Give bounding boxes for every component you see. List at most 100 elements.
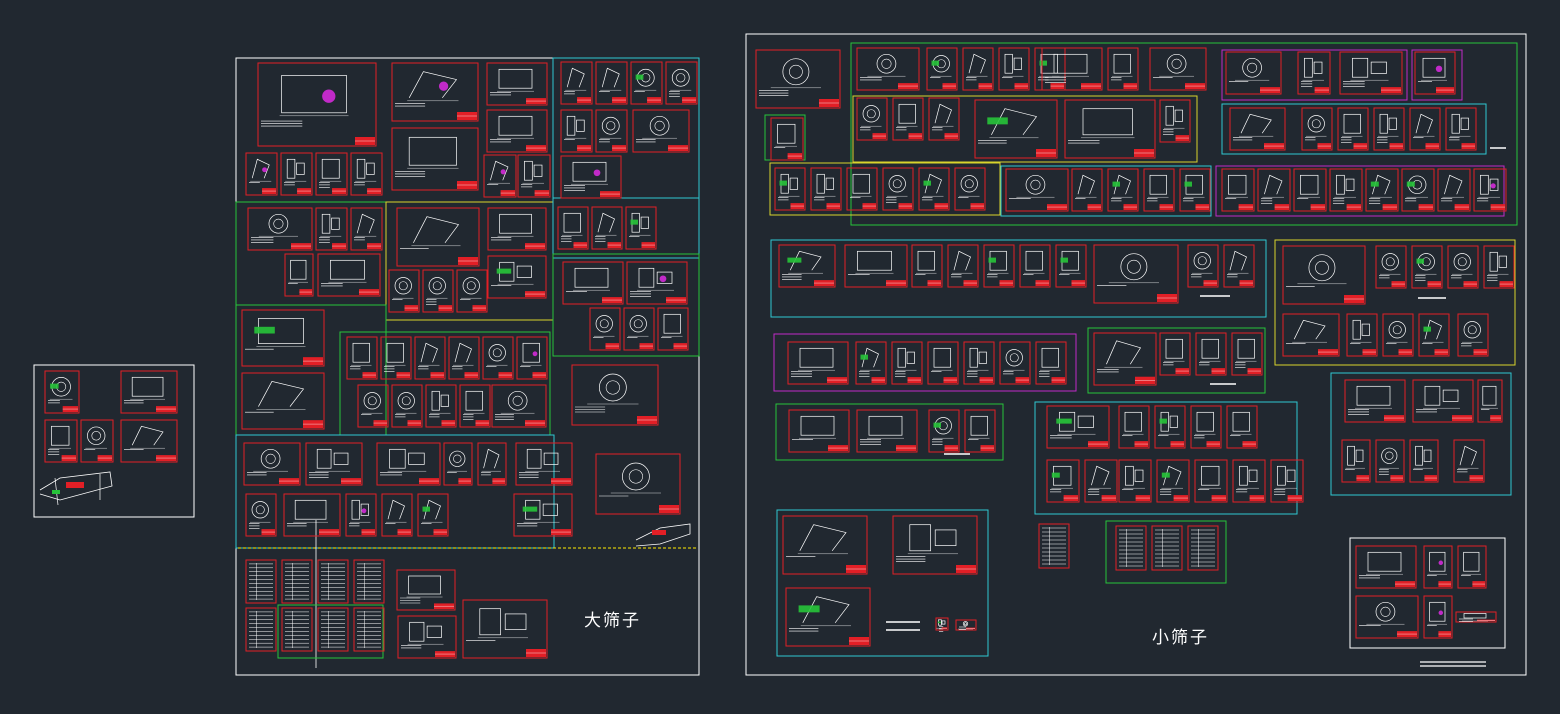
drawing-group [1330, 372, 1512, 496]
sheet-border [1373, 107, 1405, 151]
highlight [50, 383, 59, 389]
part-outline [499, 213, 532, 234]
sheet-border [892, 515, 978, 575]
part-circle [862, 105, 880, 123]
sheet-border [856, 409, 918, 453]
part-outline [1300, 174, 1319, 195]
drawing-sheet [964, 409, 996, 453]
part-view [1370, 61, 1387, 74]
sheet-border [1071, 168, 1103, 212]
sheet-border [1301, 107, 1333, 151]
part-circle [1025, 174, 1046, 195]
part-outline [498, 68, 533, 89]
part-circle [268, 213, 289, 234]
sheet-border [935, 617, 949, 631]
frame-small-screen [745, 33, 1527, 676]
sheet-border [1453, 439, 1485, 483]
drawing-sheet [1107, 47, 1139, 91]
part-circle [1166, 53, 1187, 74]
drawing-sheet [1375, 245, 1407, 289]
part-outline [933, 347, 951, 368]
part-view [356, 158, 366, 179]
part-outline [1165, 338, 1183, 359]
part-outline [1429, 601, 1446, 622]
drawing-sheet [391, 384, 423, 428]
drawing-sheet [44, 370, 80, 414]
iso-motor [652, 530, 666, 535]
drawing-sheet [1187, 244, 1219, 288]
part-profile [131, 425, 164, 446]
sheet-border [926, 47, 958, 91]
drawing-sheet [1159, 332, 1191, 376]
drawing-sheet [120, 419, 178, 463]
sheet-border [1355, 595, 1419, 639]
part-view [409, 621, 425, 642]
part-outline [1356, 385, 1391, 406]
sheet-border [1115, 525, 1147, 571]
sheet-border [1107, 47, 1139, 91]
sheet-border [1118, 405, 1150, 449]
part-view [1013, 57, 1022, 70]
sheet-border [1187, 525, 1219, 571]
drawing-sheet [283, 493, 341, 537]
sheet-border [1365, 168, 1399, 212]
drawing-sheet [562, 261, 624, 305]
part-view [1286, 469, 1296, 482]
drawing-group [770, 239, 1267, 318]
drawing-sheet [397, 615, 457, 659]
highlight [262, 167, 268, 173]
drawing-sheet [357, 384, 389, 428]
sheet-border [397, 615, 457, 659]
part-view [1460, 117, 1469, 130]
sheet-border [281, 607, 313, 652]
drawing-sheet [557, 206, 589, 250]
drawing-sheet [315, 207, 348, 251]
part-profile [1229, 250, 1247, 271]
part-outline [465, 390, 483, 411]
drawing-sheet [350, 152, 383, 196]
sheet-border [417, 493, 449, 537]
sheet-border [1355, 545, 1417, 589]
part-outline [1463, 613, 1487, 619]
drawing-sheet [417, 493, 449, 537]
drawing-sheet [1154, 405, 1186, 449]
part-view [1336, 174, 1345, 195]
drawing-sheet [1477, 379, 1503, 423]
drawing-sheet [1194, 459, 1228, 503]
drawing-sheet [1071, 168, 1103, 212]
sheet-border [665, 61, 698, 105]
drawing-group [552, 253, 700, 357]
part-bore [401, 396, 411, 406]
part-bore [1127, 259, 1141, 274]
sheet-border [456, 269, 488, 313]
sheet-border [120, 370, 178, 414]
parts-list-sheet [1038, 523, 1070, 569]
highlight [361, 508, 367, 514]
sheet-border [345, 493, 377, 537]
highlight [593, 169, 601, 177]
drawing-group [776, 509, 989, 657]
drawing-sheet [257, 62, 377, 147]
drawing-sheet [589, 307, 621, 351]
drawing-group [1034, 401, 1298, 515]
drawing-sheet [477, 442, 507, 486]
highlight [532, 351, 538, 357]
part-bore [367, 396, 377, 406]
part-view [333, 452, 349, 465]
sheet-border [513, 493, 573, 537]
sheet-border [515, 442, 573, 486]
sheet-border [1084, 459, 1118, 503]
part-view [286, 158, 296, 179]
sheet-border [388, 269, 420, 313]
sheet-border [1339, 51, 1403, 95]
part-view [1125, 465, 1134, 486]
part-outline [1422, 57, 1446, 78]
part-profile [799, 524, 847, 552]
sheet-border [947, 244, 979, 288]
drawing-sheet [1373, 107, 1405, 151]
sheet-border [1187, 244, 1219, 288]
sheet-border [856, 97, 888, 141]
drawing-sheet [80, 419, 114, 463]
drawing-sheet [955, 619, 977, 631]
